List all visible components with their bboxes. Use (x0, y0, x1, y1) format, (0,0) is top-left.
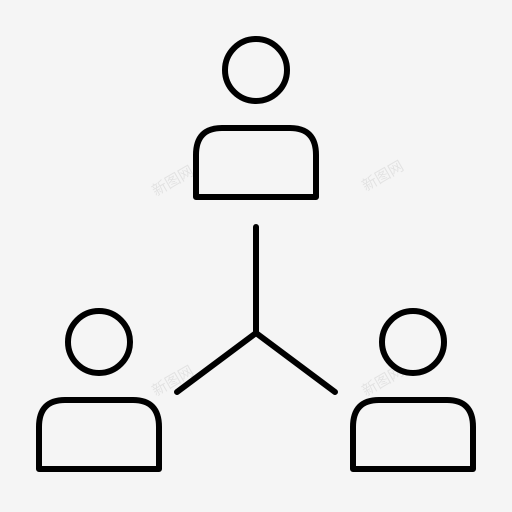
connector-left (174, 330, 259, 395)
top-person-icon (193, 36, 319, 200)
right-person-head (379, 308, 447, 376)
left-person-icon (36, 308, 162, 472)
top-person-body (193, 125, 319, 200)
right-person-icon (350, 308, 476, 472)
left-person-head (65, 308, 133, 376)
top-person-head (222, 36, 290, 104)
right-person-body (350, 397, 476, 472)
connector-right (253, 330, 338, 395)
left-person-body (36, 397, 162, 472)
connector-lines (174, 224, 338, 395)
